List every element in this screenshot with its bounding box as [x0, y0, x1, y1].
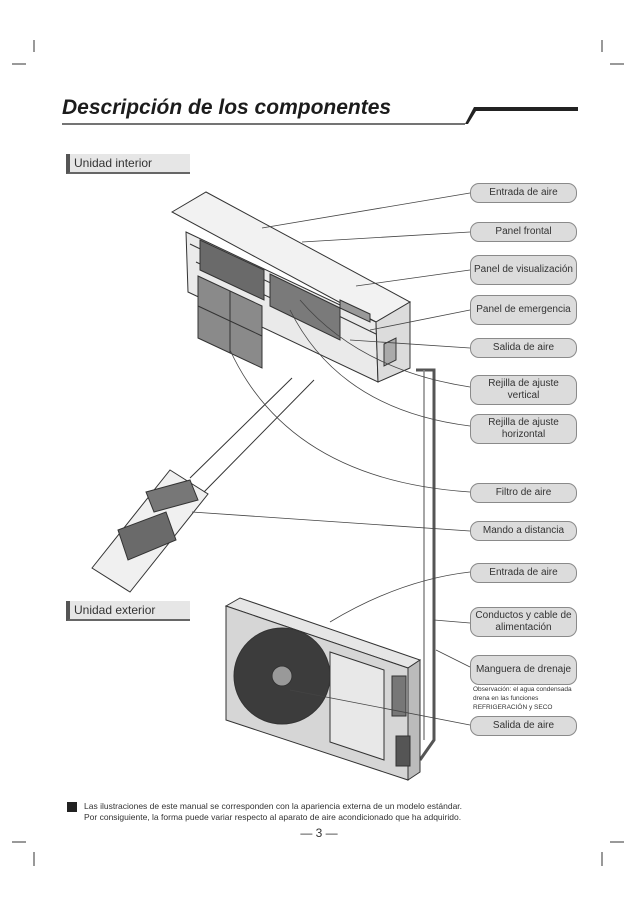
air-filter: [197, 275, 263, 369]
footnote-line-2: Por consiguiente, la forma puede variar …: [84, 812, 462, 822]
page-title: Descripción de los componentes: [62, 96, 392, 119]
section-outdoor-unit: Unidad exterior: [66, 601, 190, 621]
label-conductos-cable: Conductos y cable de alimentación: [470, 607, 577, 637]
footnote: Las ilustraciones de este manual se corr…: [84, 801, 462, 823]
label-manguera-drenaje: Manguera de drenaje: [470, 655, 577, 685]
label-entrada-aire-exterior: Entrada de aire: [470, 563, 577, 583]
label-panel-frontal: Panel frontal: [470, 222, 577, 242]
label-panel-emergencia: Panel de emergencia: [470, 295, 577, 325]
label-rejilla-horizontal: Rejilla de ajuste horizontal: [470, 414, 577, 444]
label-filtro-aire: Filtro de aire: [470, 483, 577, 503]
page-number: — 3 —: [300, 826, 338, 840]
label-mando-distancia: Mando a distancia: [470, 521, 577, 541]
remote-control: [91, 469, 209, 593]
outdoor-unit: [224, 597, 422, 781]
section-indoor-unit: Unidad interior: [66, 154, 190, 174]
footnote-line-1: Las ilustraciones de este manual se corr…: [84, 801, 463, 811]
label-rejilla-vertical: Rejilla de ajuste vertical: [470, 375, 577, 405]
label-panel-visualizacion: Panel de visualización: [470, 255, 577, 285]
label-salida-aire-interior: Salida de aire: [470, 338, 577, 358]
note-icon: [67, 802, 77, 812]
observacion-note: Observación: el agua condensada drena en…: [473, 686, 572, 711]
label-salida-aire-exterior: Salida de aire: [470, 716, 577, 736]
label-entrada-aire-interior: Entrada de aire: [470, 183, 577, 203]
indoor-unit: [170, 191, 412, 383]
